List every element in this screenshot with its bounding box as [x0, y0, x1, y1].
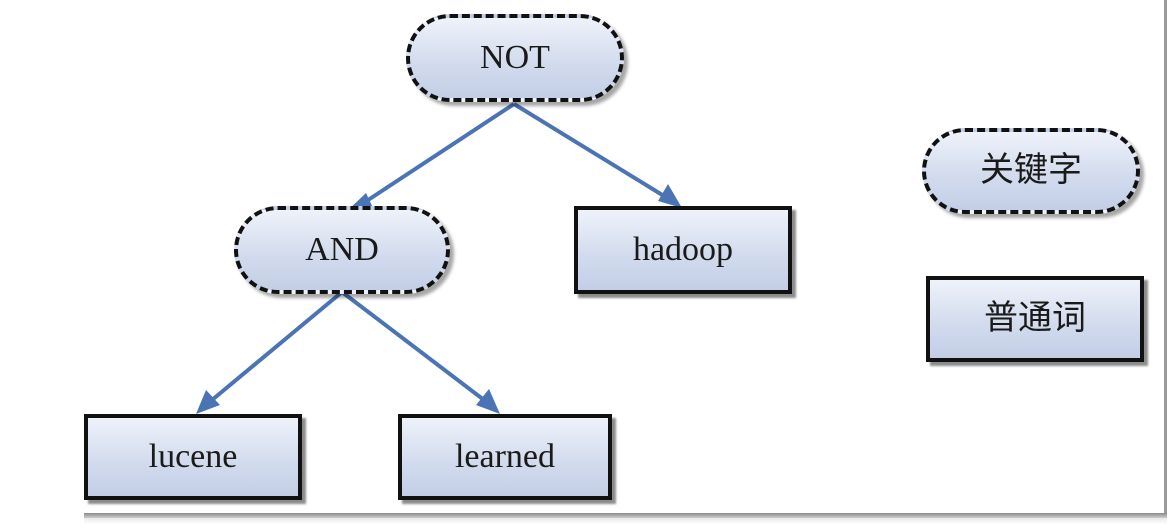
arrowhead-lucene [196, 390, 220, 414]
node-not-label: NOT [480, 39, 550, 76]
legend-term-label: 普通词 [984, 300, 1086, 337]
node-learned-label: learned [454, 438, 556, 475]
edge-and-to-lucene [210, 290, 344, 402]
node-learned: learned [398, 414, 612, 500]
node-lucene: lucene [84, 414, 302, 500]
node-and: AND [234, 206, 450, 294]
edge-not-to-and [360, 102, 516, 206]
legend-term: 普通词 [926, 276, 1144, 362]
frame-bottom-shadow [84, 518, 1167, 524]
node-lucene-label: lucene [148, 438, 238, 475]
legend-keyword-label: 关键字 [980, 152, 1082, 189]
legend-keyword: 关键字 [922, 128, 1140, 214]
frame-right-edge [1164, 0, 1167, 516]
arrowhead-hadoop [658, 184, 682, 208]
node-and-label: AND [305, 231, 379, 268]
node-not: NOT [406, 14, 624, 102]
edge-not-to-hadoop [512, 102, 666, 198]
node-hadoop: hadoop [574, 206, 792, 294]
arrowhead-learned [476, 389, 500, 414]
node-hadoop-label: hadoop [632, 231, 734, 268]
edge-and-to-learned [340, 290, 486, 402]
frame-bottom-edge [84, 513, 1167, 518]
